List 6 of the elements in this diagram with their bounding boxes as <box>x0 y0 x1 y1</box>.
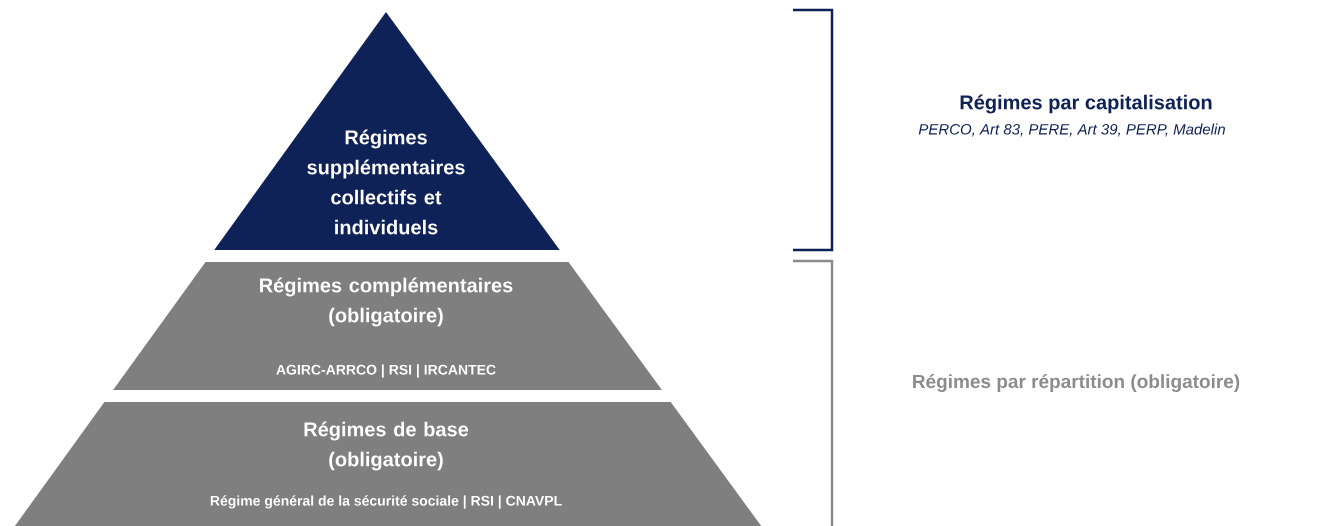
examples-text: PERCO, Art 83, PERE, Art 39, PERP, Madelin <box>918 123 1225 137</box>
group-heading: Régimes par capitalisation <box>960 94 1212 114</box>
pyramid-tier: Régimes complémentaires (obligatoire) AGIRC-ARRCO | RSI | IRCANTEC <box>113 262 662 390</box>
pyramid-tier: Régimes supplémentaires collectifs et individuels <box>214 12 560 250</box>
pyramid-tier: Régimes de base (obligatoire) Régime général de la sécurité sociale | RSI | CNAVPL <box>14 402 762 526</box>
group-heading: Régimes par répartition (obligatoire) <box>913 374 1240 392</box>
